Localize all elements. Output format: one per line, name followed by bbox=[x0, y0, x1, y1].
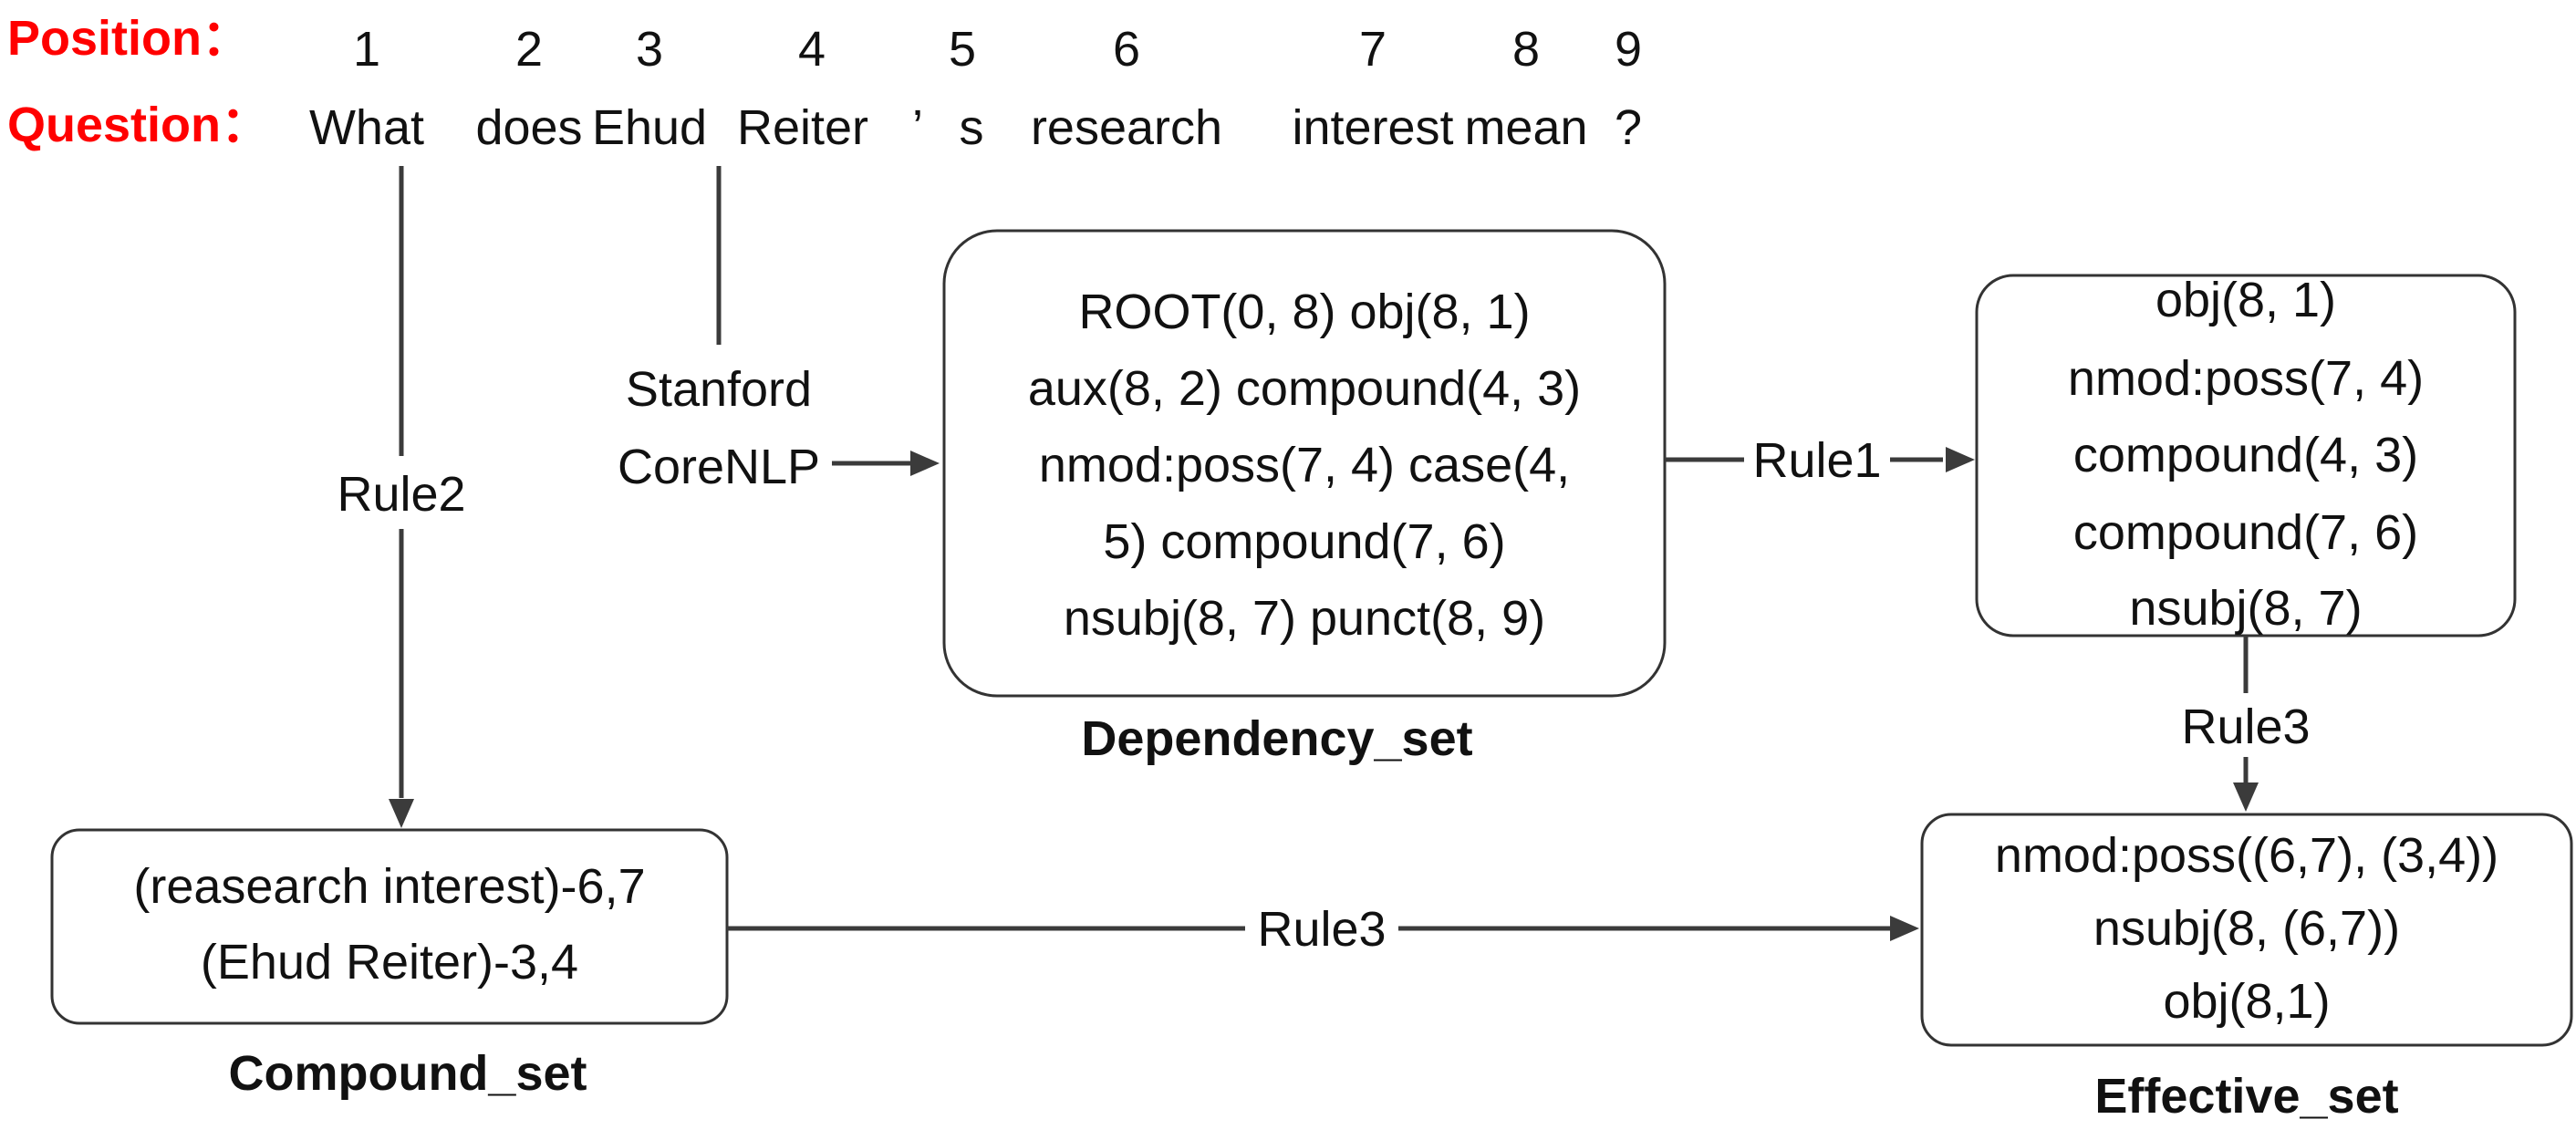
question-word: Ehud bbox=[592, 100, 707, 155]
filtered-set-content: obj(8, 1) nmod:poss(7, 4) compound(4, 3)… bbox=[2068, 273, 2424, 636]
position-numbers: 1 2 3 4 5 6 7 8 9 bbox=[353, 22, 1642, 77]
dependency-set-title: Dependency_set bbox=[1081, 711, 1472, 766]
dependency-line: nmod:poss(7, 4) case(4, bbox=[1039, 438, 1570, 492]
position-number: 7 bbox=[1359, 22, 1387, 77]
position-number: 1 bbox=[353, 22, 380, 77]
question-word: research bbox=[1031, 100, 1222, 155]
position-number: 4 bbox=[798, 22, 826, 77]
filtered-line: nmod:poss(7, 4) bbox=[2068, 351, 2424, 406]
effective-set-title: Effective_set bbox=[2094, 1069, 2398, 1124]
position-label: Position： bbox=[7, 11, 251, 66]
compound-line: (reasearch interest)-6,7 bbox=[133, 859, 645, 914]
rule3-vertical-head-icon bbox=[2233, 782, 2259, 812]
filtered-line: obj(8, 1) bbox=[2155, 273, 2336, 327]
question-word: ’ bbox=[912, 100, 923, 155]
rule3-vertical-label: Rule3 bbox=[2181, 700, 2310, 754]
question-sentence: What does Ehud Reiter ’ s research inter… bbox=[309, 100, 1642, 155]
rule1-label-bg bbox=[1744, 429, 1890, 489]
rule3-horizontal-label: Rule3 bbox=[1257, 902, 1386, 957]
dependency-line: aux(8, 2) compound(4, 3) bbox=[1028, 361, 1581, 416]
dependency-set-box bbox=[942, 229, 1667, 698]
question-label: Question： bbox=[7, 98, 270, 152]
filtered-line: compound(7, 6) bbox=[2073, 505, 2418, 560]
rule1-arrow-head-icon bbox=[1946, 447, 1975, 472]
rule2-label-bg bbox=[324, 456, 479, 529]
effective-line: nmod:poss((6,7), (3,4)) bbox=[1995, 828, 2498, 883]
question-word: mean bbox=[1464, 100, 1587, 155]
corenlp-arrow-head-icon bbox=[910, 451, 940, 476]
effective-set-box bbox=[1920, 813, 2573, 1047]
question-word: Reiter bbox=[737, 100, 868, 155]
rule3-horizontal-label-bg bbox=[1245, 897, 1398, 959]
dependency-line: ROOT(0, 8) obj(8, 1) bbox=[1078, 285, 1530, 339]
tool-line: CoreNLP bbox=[618, 440, 820, 494]
position-number: 5 bbox=[949, 22, 976, 77]
position-number: 2 bbox=[515, 22, 543, 77]
rule2-arrow-head-icon bbox=[389, 799, 414, 828]
compound-set-content: (reasearch interest)-6,7 (Ehud Reiter)-3… bbox=[133, 859, 645, 990]
compound-set-title: Compound_set bbox=[228, 1046, 587, 1101]
rule3-horizontal-head-icon bbox=[1890, 916, 1919, 941]
rule3-vertical-label-bg bbox=[2171, 693, 2321, 757]
filtered-line: nsubj(8, 7) bbox=[2129, 581, 2362, 636]
effective-line: nsubj(8, (6,7)) bbox=[2093, 901, 2400, 956]
question-word: does bbox=[475, 100, 582, 155]
effective-set-content: nmod:poss((6,7), (3,4)) nsubj(8, (6,7)) … bbox=[1995, 828, 2498, 1029]
dependency-set-content: ROOT(0, 8) obj(8, 1) aux(8, 2) compound(… bbox=[1028, 285, 1581, 646]
position-number: 8 bbox=[1512, 22, 1540, 77]
rule2-label: Rule2 bbox=[337, 467, 465, 522]
question-word: ? bbox=[1615, 100, 1642, 155]
effective-line: obj(8,1) bbox=[2163, 974, 2330, 1029]
rule1-label: Rule1 bbox=[1752, 433, 1881, 488]
compound-line: (Ehud Reiter)-3,4 bbox=[201, 935, 578, 990]
tool-line: Stanford bbox=[626, 362, 812, 417]
stanford-corenlp-label: Stanford CoreNLP bbox=[618, 362, 820, 494]
dependency-line: 5) compound(7, 6) bbox=[1103, 514, 1505, 569]
question-word: interest bbox=[1292, 100, 1453, 155]
filtered-line: compound(4, 3) bbox=[2073, 428, 2418, 482]
question-word: What bbox=[309, 100, 424, 155]
dependency-line: nsubj(8, 7) punct(8, 9) bbox=[1064, 591, 1545, 646]
position-number: 3 bbox=[636, 22, 663, 77]
position-number: 6 bbox=[1113, 22, 1140, 77]
position-number: 9 bbox=[1615, 22, 1642, 77]
question-word: s bbox=[960, 100, 984, 155]
